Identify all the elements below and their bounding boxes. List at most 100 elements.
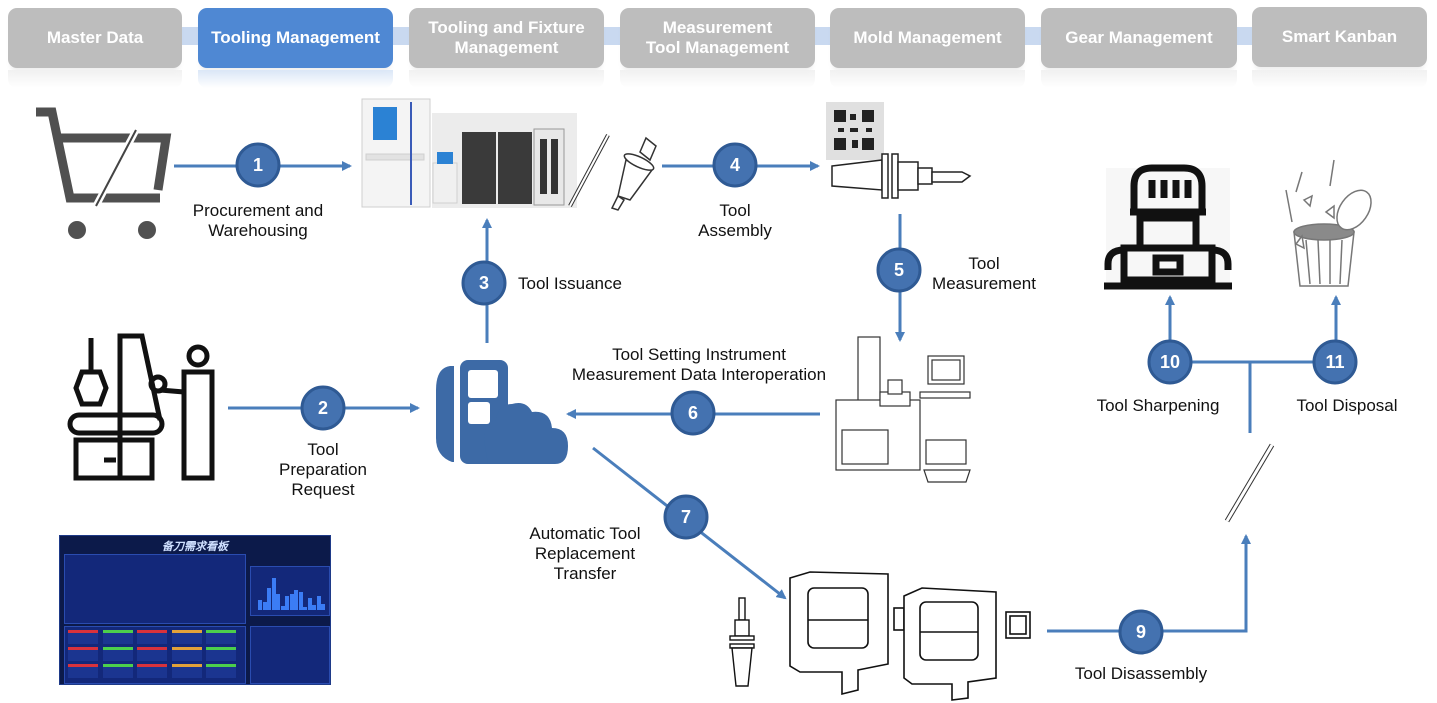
dashboard-card-header bbox=[171, 664, 202, 667]
label-line: Preparation bbox=[279, 460, 367, 479]
drill-bit-icon bbox=[1224, 443, 1275, 523]
dashboard-bar bbox=[276, 594, 280, 610]
tab-master-data[interactable]: Master Data bbox=[8, 8, 182, 68]
label-line: Procurement and bbox=[192, 201, 324, 220]
dashboard-card-header bbox=[68, 630, 98, 633]
label-line: Tool bbox=[719, 201, 751, 220]
dashboard-card-header bbox=[171, 630, 202, 633]
dashboard-card-header bbox=[68, 664, 98, 667]
tab-label-line: Measurement bbox=[662, 18, 773, 37]
label-line: Tool Disassembly bbox=[1074, 664, 1208, 683]
tab-reflection bbox=[409, 70, 604, 88]
step-node-9: 9 bbox=[1118, 609, 1164, 655]
dashboard-card bbox=[68, 630, 98, 644]
kanban-dashboard-thumbnail: 备刀需求看板 bbox=[59, 535, 331, 685]
step-number: 2 bbox=[318, 398, 328, 418]
tab-label-line: Management bbox=[454, 38, 559, 57]
label-line: Tool bbox=[307, 440, 339, 459]
step-label-3: Tool Issuance bbox=[518, 274, 622, 294]
step-number: 11 bbox=[1325, 352, 1344, 372]
dashboard-bar bbox=[303, 607, 307, 610]
dashboard-bar bbox=[312, 605, 316, 610]
step-number: 6 bbox=[688, 403, 698, 423]
dashboard-bar bbox=[316, 596, 321, 610]
sharpening-machine-icon bbox=[1104, 164, 1232, 290]
tab-label-line: Tool Management bbox=[645, 38, 790, 57]
label-line: Replacement bbox=[534, 544, 636, 563]
label-line: Tool Setting Instrument bbox=[612, 345, 786, 364]
step-number: 7 bbox=[681, 507, 691, 527]
label-line: Warehousing bbox=[208, 221, 308, 240]
step-number: 5 bbox=[894, 260, 904, 280]
tool-holder-icon bbox=[610, 136, 657, 211]
dashboard-card bbox=[206, 647, 236, 661]
tab-mold-management[interactable]: Mold Management bbox=[830, 8, 1025, 68]
dashboard-card bbox=[137, 630, 167, 644]
dashboard-card-header bbox=[68, 647, 98, 650]
cnc-machines-icon bbox=[789, 571, 1031, 701]
tab-reflection bbox=[198, 70, 393, 88]
dashboard-title: 备刀需求看板 bbox=[162, 541, 228, 553]
dashboard-bar bbox=[258, 600, 262, 610]
tab-gear-management[interactable]: Gear Management bbox=[1041, 8, 1237, 68]
label-line: Transfer bbox=[553, 564, 617, 583]
label-line: Assembly bbox=[698, 221, 772, 240]
label-line: Tool Disposal bbox=[1296, 396, 1398, 415]
dashboard-bar bbox=[289, 594, 294, 610]
dashboard-bar bbox=[267, 588, 271, 610]
step-number: 3 bbox=[479, 273, 489, 293]
step-node-6: 6 bbox=[670, 390, 716, 436]
step-number: 10 bbox=[1160, 352, 1180, 372]
tab-smart-kanban[interactable]: Smart Kanban bbox=[1252, 7, 1427, 67]
dashboard-card bbox=[68, 647, 98, 661]
tab-label: Tooling Management bbox=[211, 28, 380, 47]
dashboard-card-header bbox=[102, 664, 133, 667]
dashboard-card bbox=[68, 664, 98, 678]
step-label-6: Tool Setting Instrument Measurement Data… bbox=[560, 345, 838, 385]
step-number: 9 bbox=[1136, 622, 1146, 642]
tab-reflection bbox=[620, 70, 815, 88]
dashboard-card-header bbox=[206, 647, 236, 650]
dashboard-card bbox=[206, 630, 236, 644]
tab-reflection bbox=[830, 70, 1025, 88]
dashboard-bar bbox=[298, 592, 303, 610]
step-node-2: 2 bbox=[300, 385, 346, 431]
dashboard-card-header bbox=[102, 630, 133, 633]
label-line: Automatic Tool bbox=[529, 524, 641, 543]
smart-tool-cabinet-icon bbox=[361, 98, 610, 208]
tab-label: Master Data bbox=[46, 28, 144, 47]
tab-label: Smart Kanban bbox=[1281, 27, 1398, 46]
dashboard-card bbox=[137, 664, 167, 678]
label-line: Tool Issuance bbox=[518, 274, 622, 293]
disposal-bin-icon bbox=[1285, 159, 1372, 287]
dashboard-card-header bbox=[102, 647, 133, 650]
step-node-7: 7 bbox=[663, 494, 709, 540]
tab-tooling-management[interactable]: Tooling Management bbox=[198, 8, 393, 68]
label-line: Request bbox=[291, 480, 355, 499]
step-label-7: Automatic Tool Replacement Transfer bbox=[515, 524, 655, 584]
tool-setting-instrument-icon bbox=[835, 336, 971, 483]
cloud-server-icon bbox=[436, 360, 568, 464]
dashboard-card bbox=[102, 630, 133, 644]
dashboard-side-panel bbox=[250, 626, 330, 684]
step-label-1: Procurement and Warehousing bbox=[178, 201, 338, 241]
step-number: 4 bbox=[730, 155, 740, 175]
step-node-11: 11 bbox=[1312, 339, 1358, 385]
shopping-cart-with-drill-icon bbox=[36, 107, 172, 239]
step-label-5: Tool Measurement bbox=[928, 254, 1040, 294]
tab-label: Gear Management bbox=[1065, 28, 1213, 47]
tab-label: Mold Management bbox=[853, 28, 1002, 47]
step-node-10: 10 bbox=[1147, 339, 1193, 385]
step-number: 1 bbox=[253, 155, 263, 175]
dashboard-card-header bbox=[171, 647, 202, 650]
step-label-10: Tool Sharpening bbox=[1088, 396, 1228, 416]
dashboard-bar bbox=[321, 604, 325, 610]
tool-holder-icon bbox=[729, 597, 755, 687]
dashboard-card-header bbox=[206, 630, 236, 633]
dashboard-bar-chart bbox=[254, 566, 326, 614]
dashboard-status-cards bbox=[68, 630, 240, 680]
